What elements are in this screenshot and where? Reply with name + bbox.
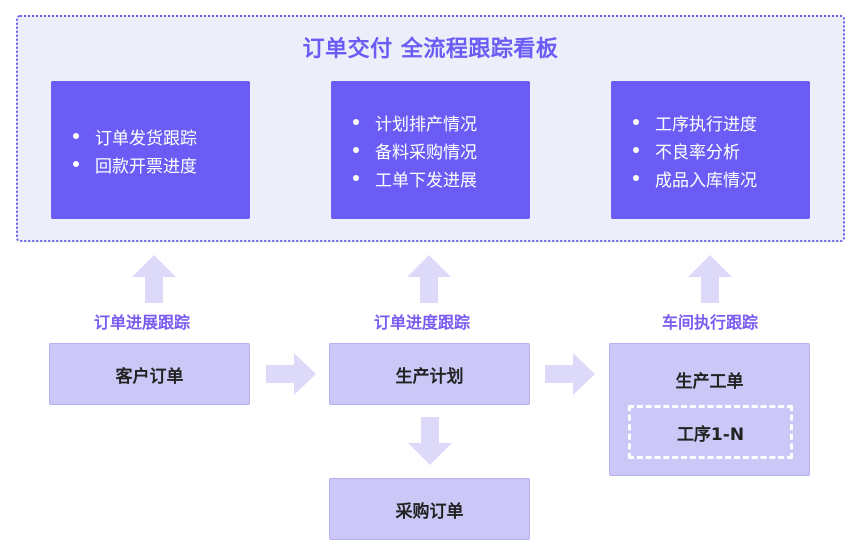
panel-item: 计划排产情况 (353, 108, 530, 136)
panel-item-label: 备料采购情况 (375, 142, 477, 163)
panel-item: 成品入库情况 (633, 164, 810, 192)
customer-order-node: 客户订单 (49, 343, 250, 405)
panel-item-label: 不良率分析 (655, 142, 740, 163)
panel-item-label: 计划排产情况 (375, 114, 477, 135)
panel-item-label: 工序执行进度 (655, 114, 757, 135)
arrow-up-icon (407, 255, 451, 303)
work-order-node: 生产工单 工序1-N (609, 343, 810, 476)
panel-item: 订单发货跟踪 (73, 122, 250, 150)
tracking-dashboard: 订单交付 全流程跟踪看板 订单发货跟踪 回款开票进度 计划排产情况 备料采购情况… (16, 15, 845, 242)
bullet-icon (353, 175, 359, 181)
arrow-down-icon (408, 417, 452, 465)
panel-item: 工单下发进展 (353, 164, 530, 192)
panel-order-delivery: 订单发货跟踪 回款开票进度 (51, 81, 250, 219)
track-label-order-schedule: 订单进度跟踪 (373, 313, 470, 332)
panel-item: 不良率分析 (633, 136, 810, 164)
work-order-label: 生产工单 (675, 372, 744, 392)
bullet-icon (633, 175, 639, 181)
arrow-up-icon (132, 255, 176, 303)
bullet-icon (73, 133, 79, 139)
bullet-icon (73, 161, 79, 167)
purchase-order-node: 采购订单 (329, 478, 530, 540)
arrow-right-icon (266, 353, 316, 395)
arrow-up-icon (688, 255, 732, 303)
bullet-icon (633, 119, 639, 125)
process-box: 工序1-N (628, 405, 793, 459)
panel-item-label: 回款开票进度 (95, 156, 197, 177)
panel-item-label: 工单下发进展 (375, 170, 477, 191)
track-label-workshop: 车间执行跟踪 (661, 313, 758, 332)
panel-workshop: 工序执行进度 不良率分析 成品入库情况 (611, 81, 810, 219)
production-plan-node: 生产计划 (329, 343, 530, 405)
bullet-icon (353, 119, 359, 125)
panel-item-label: 订单发货跟踪 (95, 128, 197, 149)
bullet-icon (353, 147, 359, 153)
panel-item-label: 成品入库情况 (655, 170, 757, 191)
panel-item: 备料采购情况 (353, 136, 530, 164)
bullet-icon (633, 147, 639, 153)
panel-planning: 计划排产情况 备料采购情况 工单下发进展 (331, 81, 530, 219)
panel-item: 回款开票进度 (73, 150, 250, 178)
dashboard-title: 订单交付 全流程跟踪看板 (302, 37, 559, 62)
arrow-right-icon (545, 353, 595, 395)
track-label-order-progress: 订单进展跟踪 (93, 313, 190, 332)
panel-item: 工序执行进度 (633, 108, 810, 136)
